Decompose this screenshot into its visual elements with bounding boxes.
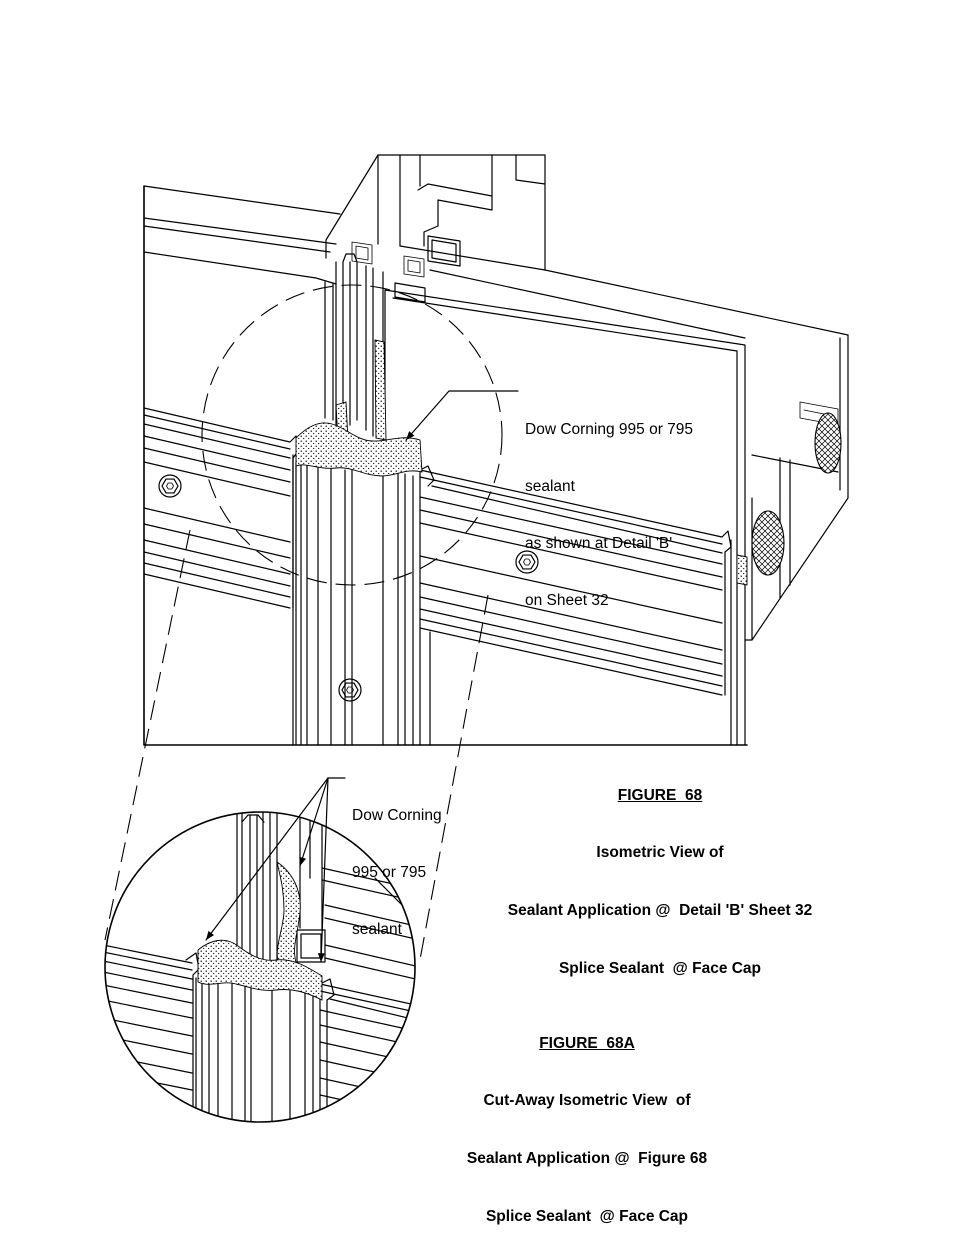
detail-reference-circle [201, 284, 503, 586]
tube-profile [427, 235, 461, 267]
glazing-clips [351, 241, 425, 278]
detail-background-mullion [299, 812, 415, 981]
right-face-cap [419, 465, 732, 696]
detail-connector-right [418, 594, 489, 966]
frame-outline [143, 185, 748, 746]
figure-68a-caption: FIGURE 68A Cut-Away Isometric View of Se… [387, 995, 787, 1235]
center-face-cap-bolt [338, 678, 362, 702]
upper-right-transom [399, 245, 849, 339]
figure-68a-caption-line: Sealant Application @ Figure 68 [466, 1150, 708, 1168]
side-sealant [736, 554, 748, 586]
figure-68a-caption-line: Cut-Away Isometric View of [483, 1092, 691, 1110]
figure-68a-caption-line: Splice Sealant @ Face Cap [485, 1208, 689, 1226]
mullion-sealant-right [374, 339, 387, 441]
callout-68-line: as shown at Detail 'B' [525, 535, 673, 552]
callout-68a-line: 995 or 795 [352, 864, 427, 881]
callout-68-leader [405, 390, 519, 441]
detail-center-face-cap [195, 977, 321, 1122]
upper-mullion-extension [325, 154, 546, 271]
upper-left-transom [143, 185, 341, 285]
right-face-cap-bolt [515, 550, 539, 574]
figure-68-caption: FIGURE 68 Isometric View of Sealant Appl… [460, 747, 860, 1017]
upper-right-glass [384, 282, 746, 746]
gasket-bulb-upper [814, 412, 842, 474]
figure-68-drawing [104, 154, 849, 966]
callout-68-sealant-note: Dow Corning 995 or 795 sealant as shown … [525, 382, 693, 648]
gasket-bulb-lower [751, 510, 785, 576]
figure-68-caption-line: Splice Sealant @ Face Cap [558, 960, 762, 978]
callout-68a-leader-middle [299, 777, 329, 867]
splice-sealant [295, 422, 423, 477]
figure-68a-drawing [104, 777, 416, 1123]
left-face-cap-bolt [158, 474, 182, 498]
transom-end-box [744, 334, 849, 641]
figure-68-caption-line: Isometric View of [596, 844, 724, 862]
figure-68-title: FIGURE 68 [617, 786, 703, 804]
detail-circle-outline [104, 811, 416, 1123]
callout-68a-leader-left [205, 777, 329, 941]
cutaway-detail [105, 812, 415, 1122]
figure-68a-title: FIGURE 68A [539, 1034, 635, 1052]
callout-68a-sealant-note: Dow Corning 995 or 795 sealant [352, 768, 442, 977]
z-clip-profile [417, 183, 493, 247]
detail-splice-sealant [197, 939, 323, 1001]
callout-68a-line: sealant [352, 921, 402, 938]
callout-68a-line: Dow Corning [352, 807, 442, 824]
detail-connector-left [104, 529, 191, 941]
callout-68-line: on Sheet 32 [525, 592, 609, 609]
figure-68-caption-line: Sealant Application @ Detail 'B' Sheet 3… [507, 902, 813, 920]
center-face-cap [292, 454, 421, 746]
callout-68-line: Dow Corning 995 or 795 [525, 421, 694, 438]
detail-upper-mullion [236, 812, 278, 979]
upper-left-glass-edge [324, 281, 334, 421]
callout-68-line: sealant [525, 478, 575, 495]
left-face-cap [143, 407, 300, 609]
callout-68a-leader-right [317, 777, 329, 963]
